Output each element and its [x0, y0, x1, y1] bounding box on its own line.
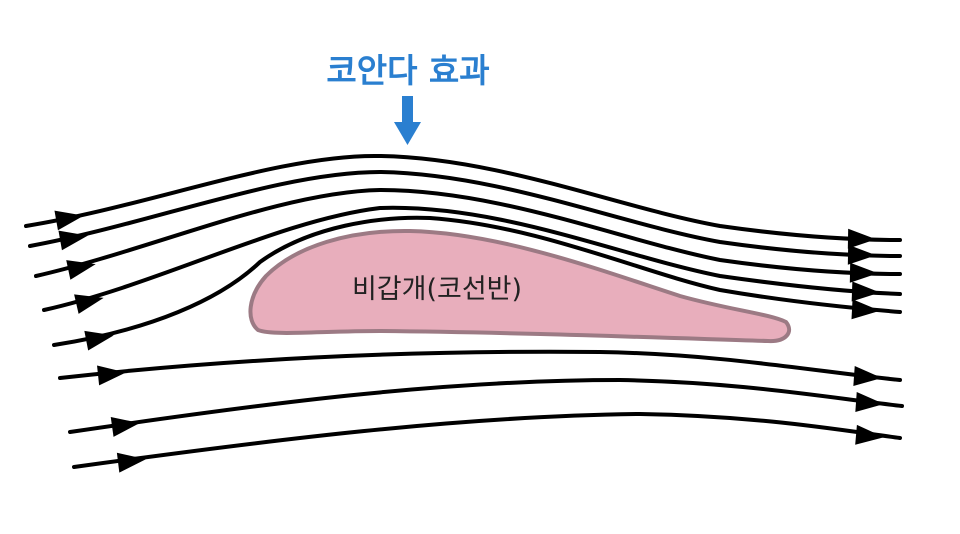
arrowhead-icon [849, 262, 878, 283]
arrowhead-icon [97, 365, 126, 386]
streamline [28, 170, 902, 258]
streamline [68, 378, 904, 434]
streamline [72, 412, 902, 469]
arrowhead-icon [74, 294, 104, 314]
streamline [52, 215, 902, 347]
arrowhead-icon [54, 210, 84, 231]
coanda-effect-title: 코안다 효과 [326, 51, 489, 90]
upper-streamlines [24, 153, 902, 347]
arrowhead-icon [855, 424, 884, 445]
arrowhead-icon [851, 281, 880, 302]
arrowhead-icon [116, 452, 146, 473]
airfoil-label: 비갑개(코선반) [352, 274, 522, 305]
arrowhead-icon [847, 244, 876, 265]
arrowhead-icon [84, 330, 114, 351]
arrowhead-icon [58, 230, 88, 251]
streamline [24, 153, 902, 242]
arrowhead-icon [847, 228, 876, 249]
airfoil-shape [248, 228, 792, 344]
arrowhead-icon [853, 366, 882, 386]
arrowhead-icon [851, 299, 880, 320]
streamline [58, 349, 902, 382]
arrowhead-icon [855, 392, 884, 412]
down-arrow-icon [394, 96, 421, 145]
streamline [42, 205, 902, 312]
arrowhead-icon [110, 417, 140, 437]
lower-streamlines [58, 349, 904, 469]
streamline [34, 188, 902, 278]
arrowhead-icon [66, 260, 96, 280]
outlet-arrowheads [847, 228, 884, 445]
inlet-arrowheads [54, 210, 146, 473]
